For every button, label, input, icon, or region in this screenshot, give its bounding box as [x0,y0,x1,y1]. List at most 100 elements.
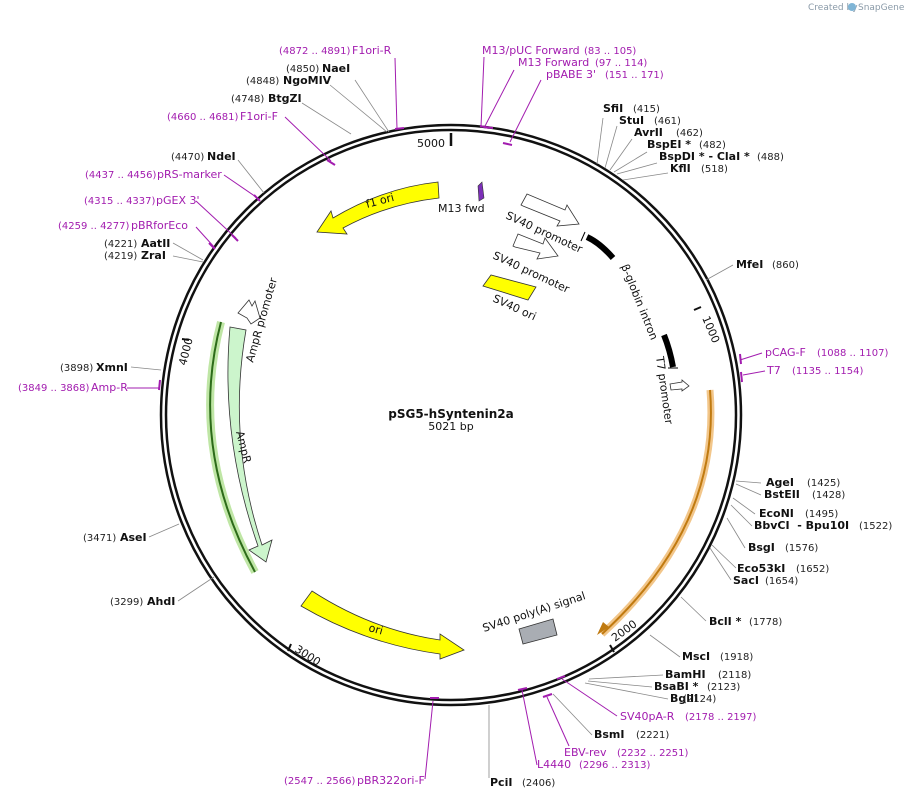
enzyme-stui[interactable]: StuI (461) [619,114,681,127]
features-label: M13 fwd [438,202,485,215]
enzyme-label: SacI [733,574,759,587]
enzyme-label: BglII [670,692,698,705]
feature-f1-ori[interactable]: f1 ori [316,181,440,235]
tick-5000: 5000 [417,133,453,150]
enzyme-label: NgoMIV [283,74,332,87]
feature-sv40-ori[interactable]: SV40 ori [482,274,538,323]
enzyme-msci[interactable]: MscI (1918) [682,650,753,663]
primer-pbr322ori-f[interactable]: (2547 .. 2566) pBR322ori-F [284,774,425,787]
enzyme-bglii[interactable]: BglII (2124) [670,692,716,705]
enzyme-position: (3299) [110,597,143,608]
tick-4000: 4000 [176,336,195,366]
enzyme-label: BamHI [665,668,706,681]
enzyme-sfii[interactable]: SfiI (415) [603,102,660,115]
primer-label: pBABE 3' [546,68,596,81]
enzyme-kfli[interactable]: KflI (518) [670,162,728,175]
enzyme-position: (4848) [246,76,279,87]
enzyme-label: BspDI * - ClaI * [659,150,750,163]
enzyme-ahdi[interactable]: (3299) AhdI [110,595,175,608]
primer-amp-r[interactable]: (3849 .. 3868) Amp-R [18,381,128,394]
enzyme-position: (1778) [749,617,782,628]
enzyme-position: (2221) [636,730,669,741]
enzyme-aatii[interactable]: (4221) AatII [104,237,170,250]
enzyme-label: EcoNI [759,507,794,520]
primer-markers [127,56,766,780]
enzyme-position: (4219) [104,251,137,262]
enzyme-bamhi[interactable]: BamHI (2118) [665,668,751,681]
primer-f1ori-f[interactable]: (4660 .. 4681) F1ori-F [167,110,278,123]
enzyme-ngomiv[interactable]: (4848) NgoMIV [246,74,332,87]
primer-pbrforeco[interactable]: (4259 .. 4277) pBRforEco [58,219,188,232]
enzyme-bsteii[interactable]: BstEII (1428) [764,488,845,501]
enzyme-avrii[interactable]: AvrII (462) [634,126,703,139]
enzyme-ndei[interactable]: (4470) NdeI [171,150,236,163]
primer-pbabe-3[interactable]: pBABE 3' (151 .. 171) [546,68,664,81]
feature-m13-fwd[interactable]: M13 fwd [438,181,485,215]
enzyme-btgzi[interactable]: (4748) BtgZI [231,92,302,105]
enzyme-bcli[interactable]: BclI * (1778) [709,615,782,628]
feature-orange-cds[interactable] [597,389,715,637]
enzyme-bspdi-clai[interactable]: BspDI * - ClaI * (488) [659,150,784,163]
primer-label: M13 Forward [518,56,589,69]
primer-m13-forward[interactable]: M13 Forward (97 .. 114) [518,56,647,69]
feature-ampr[interactable]: AmpR [206,320,273,574]
enzyme-xmni[interactable]: (3898) XmnI [60,361,128,374]
enzyme-label: NdeI [207,150,236,163]
feature-ori[interactable]: ori [300,590,465,660]
primer-t7[interactable]: T7 (1135 .. 1154) [766,364,864,377]
enzyme-pcii[interactable]: PciI (2406) [490,776,555,789]
primer-pgex-3[interactable]: (4315 .. 4337) pGEX 3' [84,194,200,207]
primer-position: (1135 .. 1154) [792,366,864,377]
primer-prs-marker[interactable]: (4437 .. 4456) pRS-marker [85,168,222,181]
primer-position: (4872 .. 4891) [279,46,351,57]
enzyme-bbvci-bpu10i[interactable]: BbvCI - Bpu10I (1522) [754,519,892,532]
primer-l4440[interactable]: L4440 (2296 .. 2313) [537,758,651,771]
primer-pcag-f[interactable]: pCAG-F (1088 .. 1107) [765,346,889,359]
enzyme-position: (518) [701,164,728,175]
enzyme-saci[interactable]: SacI (1654) [733,574,798,587]
primer-label: M13/pUC Forward [482,44,580,57]
primer-label: F1ori-R [352,44,392,57]
primer-position: (2296 .. 2313) [579,760,651,771]
enzyme-bsabi[interactable]: BsaBI * (2123) [654,680,740,693]
primer-position: (4660 .. 4681) [167,112,239,123]
primer-sv40pa-r[interactable]: SV40pA-R (2178 .. 2197) [620,710,757,723]
feature-sv40-polya-signal[interactable]: SV40 poly(A) signal [481,589,587,645]
enzyme-position: (1522) [859,521,892,532]
enzyme-position: (488) [757,152,784,163]
enzyme-leader-lines [130,79,762,778]
enzyme-econi[interactable]: EcoNI (1495) [759,507,838,520]
primer-ebv-rev[interactable]: EBV-rev (2232 .. 2251) [564,746,689,759]
enzyme-bspei[interactable]: BspEI * (482) [647,138,726,151]
primer-position: (1088 .. 1107) [817,348,889,359]
enzyme-nae-i[interactable]: (4850) NaeI [286,62,350,75]
enzyme-bsmi[interactable]: BsmI (2221) [594,728,669,741]
enzyme-position: (415) [633,104,660,115]
primer-label: L4440 [537,758,571,771]
enzyme-agei[interactable]: AgeI (1425) [766,476,840,489]
enzyme-asei[interactable]: (3471) AseI [83,531,147,544]
enzyme-position: (482) [699,140,726,151]
enzyme-eco53ki[interactable]: Eco53kI (1652) [737,562,829,575]
enzyme-label: PciI [490,776,512,789]
primer-label: EBV-rev [564,746,607,759]
enzyme-bsgi[interactable]: BsgI (1576) [748,541,818,554]
primer-m13-puc-forward[interactable]: M13/pUC Forward (83 .. 105) [482,44,636,57]
primer-position: (4437 .. 4456) [85,170,157,181]
primer-position: (97 .. 114) [595,58,647,69]
enzyme-position: (4850) [286,64,319,75]
plasmid-name: pSG5-hSyntenin2a [388,407,513,421]
enzyme-position: (1425) [807,478,840,489]
primer-position: (3849 .. 3868) [18,383,90,394]
watermark-prefix: Created by [808,3,858,13]
primer-f1ori-r[interactable]: (4872 .. 4891) F1ori-R [279,44,392,57]
enzyme-mfei[interactable]: MfeI (860) [736,258,799,271]
feature-ampr-promoter[interactable]: AmpR promoter [237,276,280,364]
feature-beta-globin-intron[interactable]: β-globin intron [580,231,678,369]
enzyme-position: (1495) [805,509,838,520]
ticks-label: 3000 [292,643,323,669]
enzyme-zrai[interactable]: (4219) ZraI [104,249,166,262]
primer-label: pBR322ori-F [357,774,425,787]
enzyme-label: XmnI [96,361,128,374]
primer-position: (4259 .. 4277) [58,221,130,232]
